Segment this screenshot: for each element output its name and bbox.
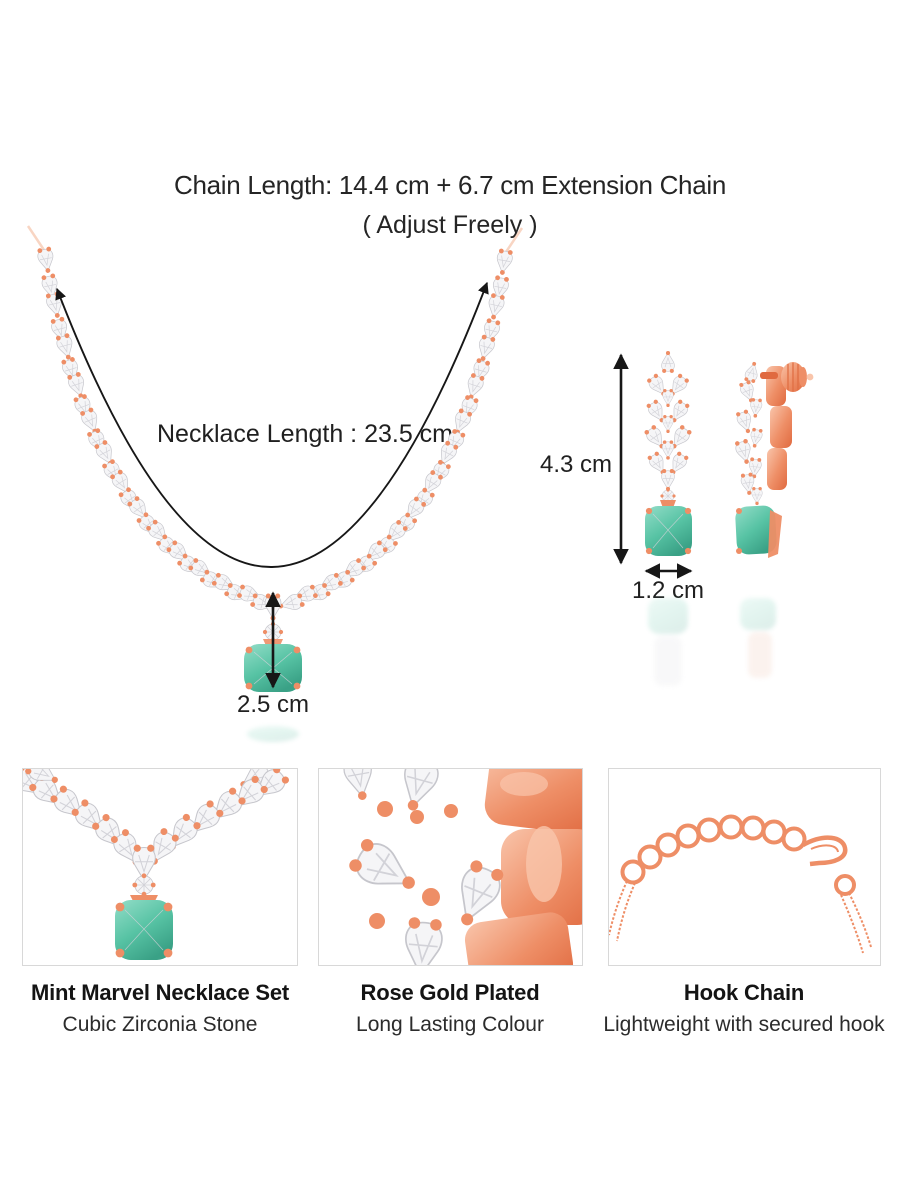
- feature-panel-hook-chain: [608, 768, 881, 966]
- pendant-height-label: 2.5 cm: [236, 691, 310, 718]
- earring-side-reflection: [740, 598, 776, 678]
- earring-height-label: 4.3 cm: [539, 451, 612, 478]
- feature-caption-rose-gold: Rose Gold Plated Long Lasting Colour: [300, 980, 600, 1037]
- feature-caption-necklace: Mint Marvel Necklace Set Cubic Zirconia …: [10, 980, 310, 1037]
- feature-title: Hook Chain: [683, 980, 805, 1005]
- earring-side-stone: [735, 505, 777, 555]
- closeup-strand: [23, 769, 292, 885]
- earring-screw-back: [781, 362, 814, 392]
- feature-caption-hook-chain: Hook Chain Lightweight with secured hook: [594, 980, 894, 1037]
- earring-post: [760, 372, 778, 379]
- necklace-left-strand: [35, 245, 279, 615]
- chain-length-text: Chain Length: 14.4 cm + 6.7 cm Extension…: [173, 170, 727, 200]
- necklace-right-strand: [275, 247, 515, 615]
- hook-chain-closeup: [609, 814, 872, 954]
- rose-gold-metal: [464, 769, 582, 965]
- feature-panel-rose-gold: [318, 768, 583, 966]
- feature-title: Rose Gold Plated: [360, 980, 540, 1005]
- adjust-freely-text: ( Adjust Freely ): [362, 211, 538, 239]
- closeup-crystals: [340, 769, 508, 965]
- rose-gold-prongs-closeup: [340, 769, 582, 965]
- feature-subtitle: Cubic Zirconia Stone: [62, 1013, 258, 1036]
- necklace-length-arrow: [55, 281, 489, 568]
- feature-subtitle: Long Lasting Colour: [356, 1013, 544, 1036]
- earring-side: [733, 360, 814, 678]
- feature-title: Mint Marvel Necklace Set: [30, 980, 290, 1005]
- feature-subtitle: Lightweight with secured hook: [603, 1013, 885, 1036]
- earring-front: [642, 350, 694, 686]
- necklace-length-label: Necklace Length : 23.5 cm: [157, 420, 453, 448]
- fine-chain: [609, 880, 872, 954]
- necklace-pendant-closeup: [23, 769, 292, 960]
- earring-front-reflection: [648, 598, 688, 686]
- chain-end-stub: [26, 225, 524, 253]
- jewelry-illustration: [26, 225, 814, 742]
- feature-panel-necklace: [22, 768, 298, 966]
- header: Chain Length: 14.4 cm + 6.7 cm Extension…: [0, 172, 900, 238]
- hook-clasp: [801, 835, 856, 896]
- chain-links: [620, 814, 807, 885]
